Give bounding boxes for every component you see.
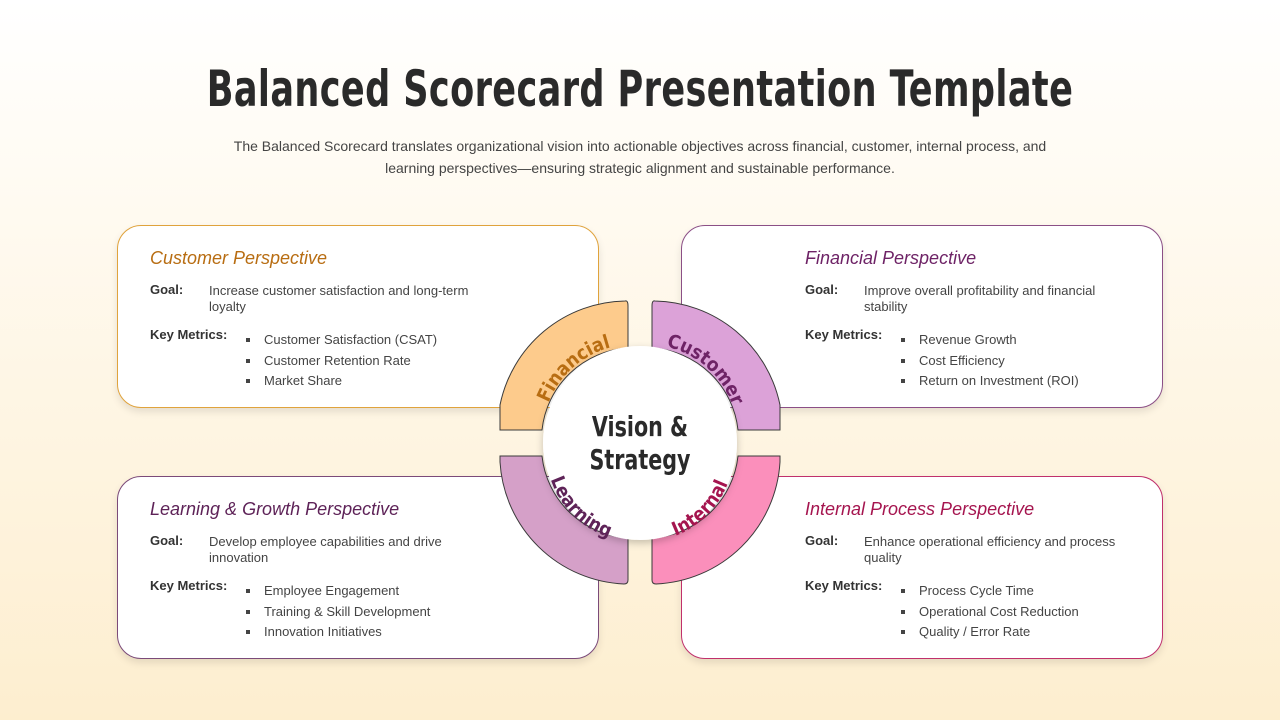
vision-strategy-label: Vision & Strategy — [574, 410, 705, 476]
goal-text: Increase customer satisfaction and long-… — [209, 283, 469, 314]
key-metrics-label: Key Metrics: — [805, 327, 883, 342]
metric-item: Operational Cost Reduction — [901, 602, 1079, 623]
metric-item: Revenue Growth — [901, 330, 1079, 351]
card-title: Customer Perspective — [150, 248, 328, 268]
goal-text: Improve overall profitability and financ… — [864, 283, 1096, 314]
center-line-2: Strategy — [589, 443, 691, 476]
goal-label: Goal: — [805, 533, 839, 548]
goal-text: Enhance operational efficiency and proce… — [864, 534, 1116, 565]
card-title: Internal Process Perspective — [805, 499, 1035, 519]
learning-segment — [499, 455, 629, 585]
metric-item: Quality / Error Rate — [901, 622, 1079, 643]
metrics-list: Employee Engagement Training & Skill Dev… — [246, 581, 430, 643]
goal-label: Goal: — [150, 533, 184, 548]
customer-segment — [651, 300, 781, 431]
metric-item: Customer Retention Rate — [246, 351, 437, 372]
metrics-list: Customer Satisfaction (CSAT) Customer Re… — [246, 330, 437, 392]
scorecard-wheel: Financial Customer Learning Internal — [499, 300, 781, 585]
card-title: Learning & Growth Perspective — [150, 499, 400, 519]
goal-label: Goal: — [805, 282, 839, 297]
financial-segment — [499, 300, 629, 431]
key-metrics-label: Key Metrics: — [150, 578, 228, 593]
page-subtitle: The Balanced Scorecard translates organi… — [233, 138, 1047, 176]
metric-item: Process Cycle Time — [901, 581, 1079, 602]
center-circle — [543, 346, 737, 540]
center-line-1: Vision & — [591, 410, 689, 443]
metric-item: Market Share — [246, 371, 437, 392]
metric-item: Cost Efficiency — [901, 351, 1079, 372]
key-metrics-label: Key Metrics: — [150, 327, 228, 342]
goal-label: Goal: — [150, 282, 184, 297]
customer-perspective-card: Customer Perspective Goal: Increase cust… — [117, 225, 599, 408]
metric-item: Employee Engagement — [246, 581, 430, 602]
metrics-list: Process Cycle Time Operational Cost Redu… — [901, 581, 1079, 643]
metric-item: Training & Skill Development — [246, 602, 430, 623]
metrics-list: Revenue Growth Cost Efficiency Return on… — [901, 330, 1079, 392]
metric-item: Customer Satisfaction (CSAT) — [246, 330, 437, 351]
metric-item: Innovation Initiatives — [246, 622, 430, 643]
metric-item: Return on Investment (ROI) — [901, 371, 1079, 392]
page-title: Balanced Scorecard Presentation Template — [206, 60, 1074, 118]
internal-segment — [651, 455, 781, 585]
goal-text: Develop employee capabilities and drive … — [209, 534, 442, 565]
key-metrics-label: Key Metrics: — [805, 578, 883, 593]
card-title: Financial Perspective — [805, 248, 977, 268]
